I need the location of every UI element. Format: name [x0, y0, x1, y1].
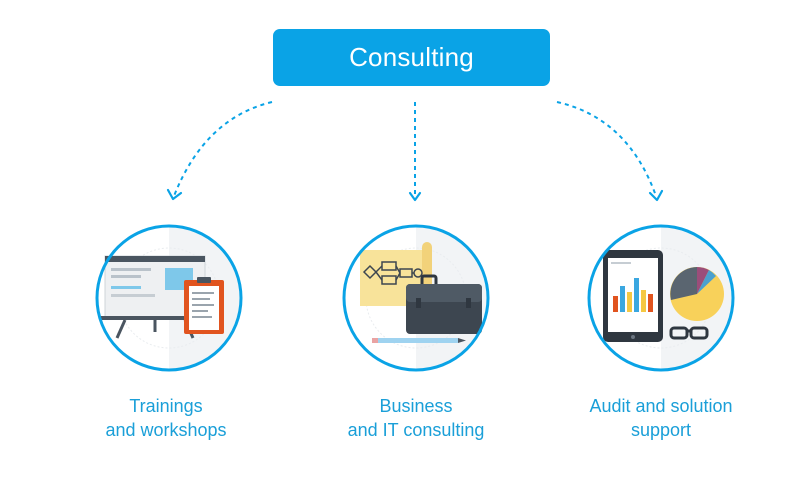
consulting-label: Consulting: [349, 42, 474, 72]
caption-trainings-line2: and workshops: [105, 420, 227, 440]
tablet-charts-icon: [587, 224, 735, 372]
node-trainings: [91, 220, 247, 376]
arrowhead-left: [166, 188, 183, 201]
caption-trainings-line1: Trainings: [129, 396, 203, 416]
caption-business: Business and IT consulting: [306, 394, 526, 442]
arrow-right: [556, 101, 657, 197]
arrowhead-middle: [408, 191, 422, 202]
consulting-box: Consulting: [273, 29, 550, 86]
presentation-board-icon: [95, 224, 243, 372]
caption-audit-line1: Audit and solution: [589, 396, 733, 416]
briefcase-blueprint-icon: [342, 224, 490, 372]
caption-audit: Audit and solution support: [551, 394, 771, 442]
node-audit: [583, 220, 739, 376]
caption-business-line1: Business: [379, 396, 453, 416]
caption-trainings: Trainings and workshops: [56, 394, 276, 442]
node-business: [338, 220, 494, 376]
arrow-left: [173, 101, 273, 197]
caption-business-line2: and IT consulting: [347, 420, 485, 440]
caption-audit-line2: support: [630, 420, 692, 440]
arrowhead-right: [648, 189, 664, 202]
